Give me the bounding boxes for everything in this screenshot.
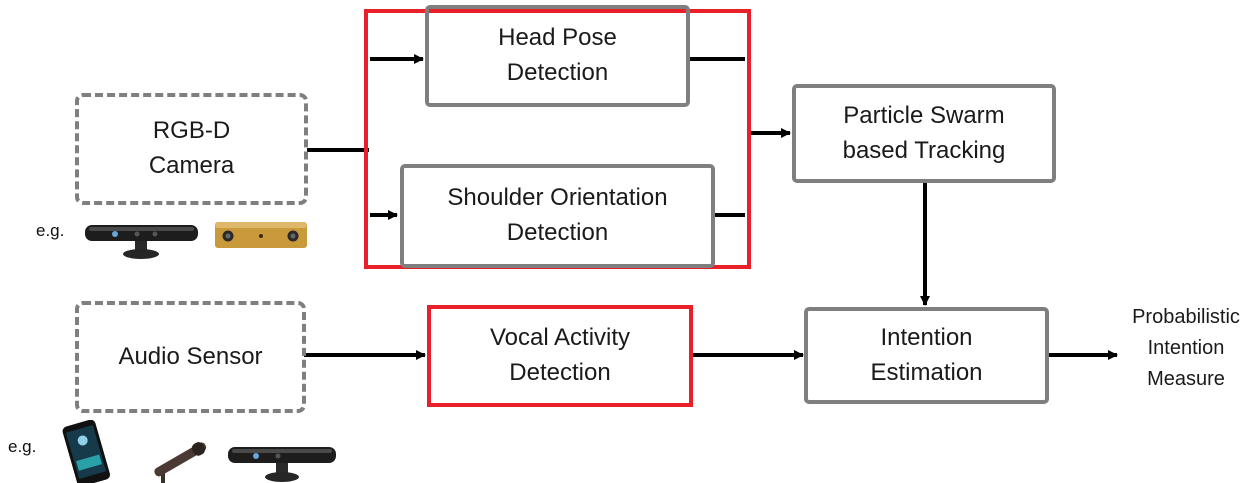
output-label-line2: Intention [1147,337,1225,359]
shoulder-label-line1: Shoulder Orientation [447,184,668,212]
tracking-label-line2: based Tracking [842,136,1006,164]
kinect-sensor-icon [228,447,336,482]
rgbd-camera-box: RGB-D Camera [75,93,308,205]
output-label-line3: Measure [1147,368,1225,390]
head-pose-label-line2: Detection [506,59,609,86]
rgbd-camera-label-line1: RGB-D [152,117,231,145]
smartphone-icon [62,420,110,483]
audio-sensor-label: Audio Sensor [118,342,263,370]
camera-example-label: e.g. [36,221,65,240]
intention-label-line2: Estimation [870,358,983,386]
vocal-label-line2: Detection [509,359,611,386]
particle-swarm-tracking-box: Particle Swarm based Tracking [792,84,1056,183]
audio-example-label: e.g. [8,437,37,456]
head-pose-label-line1: Head Pose [498,24,617,52]
kinect-sensor-icon [85,225,198,259]
output-label-line1: Probabilistic [1132,306,1240,328]
shoulder-label-line2: Detection [506,219,609,246]
intention-label-line1: Intention [880,323,973,351]
output-label: Probabilistic Intention Measure [1117,302,1255,395]
vocal-label-line1: Vocal Activity [489,324,631,352]
microphone-icon [154,442,207,483]
stereo-camera-icon [215,222,307,248]
rgbd-camera-label-line2: Camera [148,152,235,179]
vocal-activity-detection-box: Vocal Activity Detection [427,305,693,407]
intention-estimation-box: Intention Estimation [804,307,1049,404]
shoulder-orientation-detection-box: Shoulder Orientation Detection [400,164,715,268]
head-pose-detection-box: Head Pose Detection [425,5,690,107]
audio-sensor-box: Audio Sensor [75,301,306,413]
tracking-label-line1: Particle Swarm [843,101,1005,129]
